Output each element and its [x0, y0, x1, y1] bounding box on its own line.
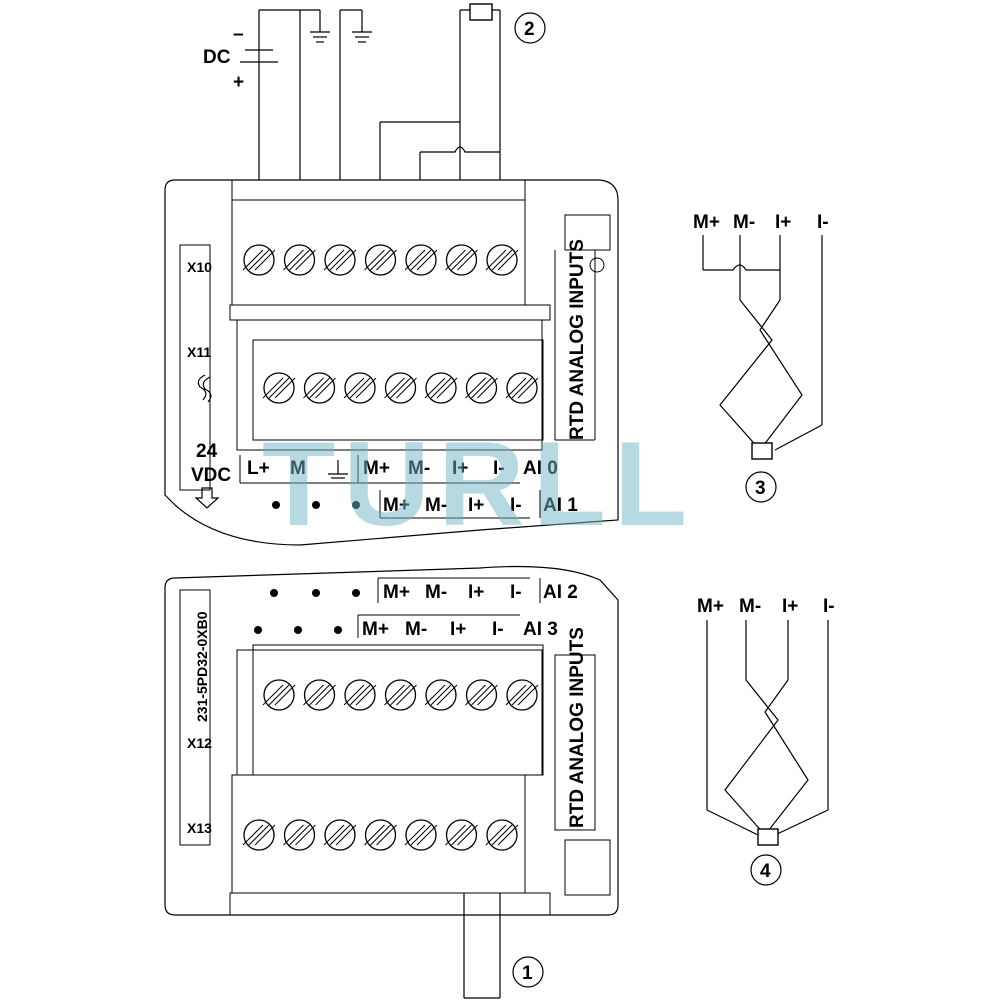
term-ai1-mplus: M+	[383, 495, 410, 516]
channel-ai0: AI 0	[523, 458, 558, 479]
term-ai0-mminus: M-	[408, 458, 430, 479]
term-ai1-iminus: I-	[510, 495, 522, 516]
pin-dots	[254, 501, 360, 634]
term-ai2-mminus: M-	[425, 582, 447, 603]
screw-terminal-x11-6	[465, 372, 498, 404]
top-wiring	[240, 3, 501, 180]
screw-terminal-x13-6	[445, 819, 478, 851]
screw-terminal-x11-1	[262, 372, 296, 404]
detail3-mplus: M+	[693, 212, 720, 233]
screw-terminal-x11-7	[505, 372, 539, 404]
callout-4: 4	[760, 861, 771, 882]
ground-symbol	[328, 460, 348, 479]
callout-2: 2	[524, 19, 535, 40]
connector-x10: X10	[187, 259, 212, 275]
screw-terminal-x10-4	[364, 244, 397, 276]
screw-terminal-x11-2	[303, 372, 336, 404]
detail4-iminus: I-	[823, 596, 835, 617]
screw-terminal-x13-3	[323, 819, 357, 851]
bottom-wiring	[463, 893, 501, 999]
screw-terminal-x11-3	[343, 372, 377, 404]
screw-terminal-x12-2	[303, 679, 336, 711]
screw-terminal-x13-4	[364, 819, 397, 851]
screw-terminal-x12-6	[465, 679, 498, 711]
callout-circles	[512, 12, 782, 988]
detail4-mplus: M+	[697, 596, 724, 617]
detail3-iplus: I+	[775, 212, 791, 233]
term-ai3-mminus: M-	[405, 619, 427, 640]
screw-terminal-x10-5	[404, 244, 438, 276]
dc-label: DC	[203, 47, 231, 68]
detail3-mminus: M-	[733, 212, 755, 233]
dc-plus-label: +	[233, 72, 244, 93]
screw-terminal-x10-3	[323, 244, 357, 276]
screw-terminal-x10-6	[445, 244, 478, 276]
screw-terminal-x11-5	[424, 372, 458, 404]
screw-terminal-x12-7	[505, 679, 539, 711]
screw-terminal-x13-5	[404, 819, 438, 851]
supply-arrow-icon	[194, 487, 220, 509]
screw-terminal-x10-2	[283, 244, 316, 276]
callout-3: 3	[755, 478, 766, 499]
detail-3	[702, 235, 823, 460]
callout-1: 1	[522, 963, 533, 984]
side-label-top: RTD ANALOG INPUTS	[567, 239, 588, 440]
dc-minus-label: –	[233, 24, 244, 45]
supply-unit: VDC	[191, 465, 231, 486]
term-ai0-iminus: I-	[493, 458, 505, 479]
bottom-module	[164, 565, 619, 916]
term-ai0-iplus: I+	[452, 458, 468, 479]
screw-terminal-x13-2	[283, 819, 316, 851]
term-ai2-iplus: I+	[468, 582, 484, 603]
screw-terminal-x12-5	[424, 679, 458, 711]
detail4-mminus: M-	[739, 596, 761, 617]
screw-terminal-x12-1	[262, 679, 296, 711]
watermark: TURLL	[262, 417, 695, 551]
screw-terminal-x13-1	[242, 819, 276, 851]
term-ai1-mminus: M-	[425, 495, 447, 516]
term-ai2-iminus: I-	[510, 582, 522, 603]
term-ai2-mplus: M+	[383, 582, 410, 603]
term-ai3-mplus: M+	[362, 619, 389, 640]
side-label-bottom: RTD ANALOG INPUTS	[567, 627, 588, 828]
channel-ai2: AI 2	[543, 582, 578, 603]
term-lplus: L+	[247, 458, 270, 479]
term-ai0-mplus: M+	[363, 458, 390, 479]
detail-4	[706, 620, 829, 846]
s-logo-icon	[197, 374, 212, 403]
screw-terminal-x10-7	[485, 244, 519, 276]
term-ai1-iplus: I+	[468, 495, 484, 516]
screw-terminal-x12-4	[384, 679, 417, 711]
label-separators	[239, 455, 541, 638]
term-ai3-iplus: I+	[450, 619, 466, 640]
detail3-iminus: I-	[817, 212, 829, 233]
screw-terminal-x10-1	[242, 244, 276, 276]
term-ai3-iminus: I-	[492, 619, 504, 640]
screw-terminal-x12-3	[343, 679, 377, 711]
channel-ai1: AI 1	[543, 495, 578, 516]
part-number: 231-5PD32-0XB0	[194, 611, 210, 722]
terminal-screws	[242, 244, 539, 851]
connector-x12: X12	[187, 735, 212, 751]
channel-ai3: AI 3	[523, 619, 558, 640]
screw-terminal-x13-7	[485, 819, 519, 851]
term-m: M	[290, 458, 306, 479]
connector-x11: X11	[187, 344, 211, 360]
top-module	[164, 179, 619, 546]
supply-voltage: 24	[196, 441, 218, 462]
connector-x13: X13	[187, 820, 212, 836]
screw-terminal-x11-4	[384, 372, 417, 404]
detail4-iplus: I+	[782, 596, 798, 617]
